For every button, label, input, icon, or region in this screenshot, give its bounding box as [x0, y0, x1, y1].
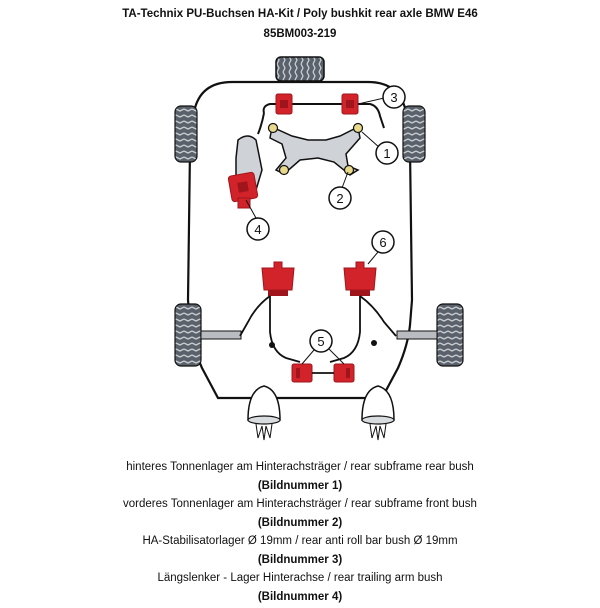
svg-text:4: 4: [254, 222, 261, 237]
svg-text:6: 6: [379, 235, 386, 250]
legend-item-2-ref: (Bildnummer 2): [257, 517, 343, 529]
legend: hinteres Tonnenlager am Hinterachsträger…: [0, 460, 600, 608]
trailing-arm-bush: [227, 171, 259, 209]
leader-line-5b: [327, 347, 345, 365]
rear-right-tyre: [436, 303, 464, 367]
rear-subframe-arm-right: [329, 296, 361, 363]
svg-text:5: 5: [317, 334, 324, 349]
rear-subframe-outer-right: [359, 295, 397, 337]
legend-item-1-text: hinteres Tonnenlager am Hinterachsträger…: [126, 461, 474, 473]
callout-3: 3: [382, 85, 406, 109]
leader-line-5a: [301, 349, 315, 365]
callout-5: 5: [309, 329, 333, 353]
anti-roll-bar-link: [257, 112, 265, 135]
legend-item-2-text: vorderes Tonnenlager am Hinterachsträger…: [123, 498, 477, 510]
front-subframe: [267, 122, 364, 176]
leader-line-4: [245, 199, 257, 219]
rear-right-axle-shaft: [396, 330, 438, 340]
anti-roll-bar-bush-right: [341, 93, 359, 115]
rear-left-axle-shaft: [200, 330, 242, 340]
rear-subframe-outer-left: [239, 295, 271, 337]
spare-wheel: [275, 56, 325, 82]
leader-line-3: [357, 97, 385, 105]
legend-item-1-ref: (Bildnummer 1): [257, 480, 343, 492]
mount-point-left: [269, 342, 275, 348]
callout-6: 6: [371, 230, 395, 254]
legend-item-4-text: Längslenker - Lager Hinterachse / rear t…: [157, 572, 443, 584]
legend-item-3-text: HA-Stabilisatorlager Ø 19mm / rear anti …: [142, 535, 458, 547]
legend-item-4-ref: (Bildnummer 4): [257, 591, 343, 603]
leader-line-2: [341, 171, 349, 189]
rear-subframe-bush-right: [343, 261, 377, 296]
exhaust-tip-right: [361, 385, 395, 441]
rear-subframe-bush-left: [261, 261, 295, 296]
anti-roll-bar: [262, 103, 385, 129]
front-right-tyre: [402, 105, 426, 163]
svg-text:3: 3: [390, 90, 397, 105]
callout-4: 4: [246, 217, 270, 241]
part-number: 85BM003-219: [263, 28, 337, 40]
front-left-tyre: [174, 105, 198, 163]
mount-point-right: [371, 340, 377, 346]
legend-item-3-ref: (Bildnummer 3): [257, 554, 343, 566]
rear-subframe-rear-bush-right: [333, 363, 355, 383]
callout-2: 2: [328, 186, 352, 210]
svg-text:1: 1: [383, 146, 390, 161]
anti-roll-bar-bush-left: [275, 93, 293, 115]
diagram-title: TA-Technix PU-Buchsen HA-Kit / Poly bush…: [122, 8, 478, 20]
rear-subframe-rear-bush-left: [291, 363, 313, 383]
rear-left-tyre: [174, 303, 202, 367]
leader-line-1: [361, 131, 381, 149]
exhaust-tip-left: [247, 385, 281, 441]
svg-text:2: 2: [336, 191, 343, 206]
leader-line-6a: [367, 251, 379, 265]
callout-1: 1: [375, 141, 399, 165]
rear-subframe-arm-left: [269, 296, 301, 363]
